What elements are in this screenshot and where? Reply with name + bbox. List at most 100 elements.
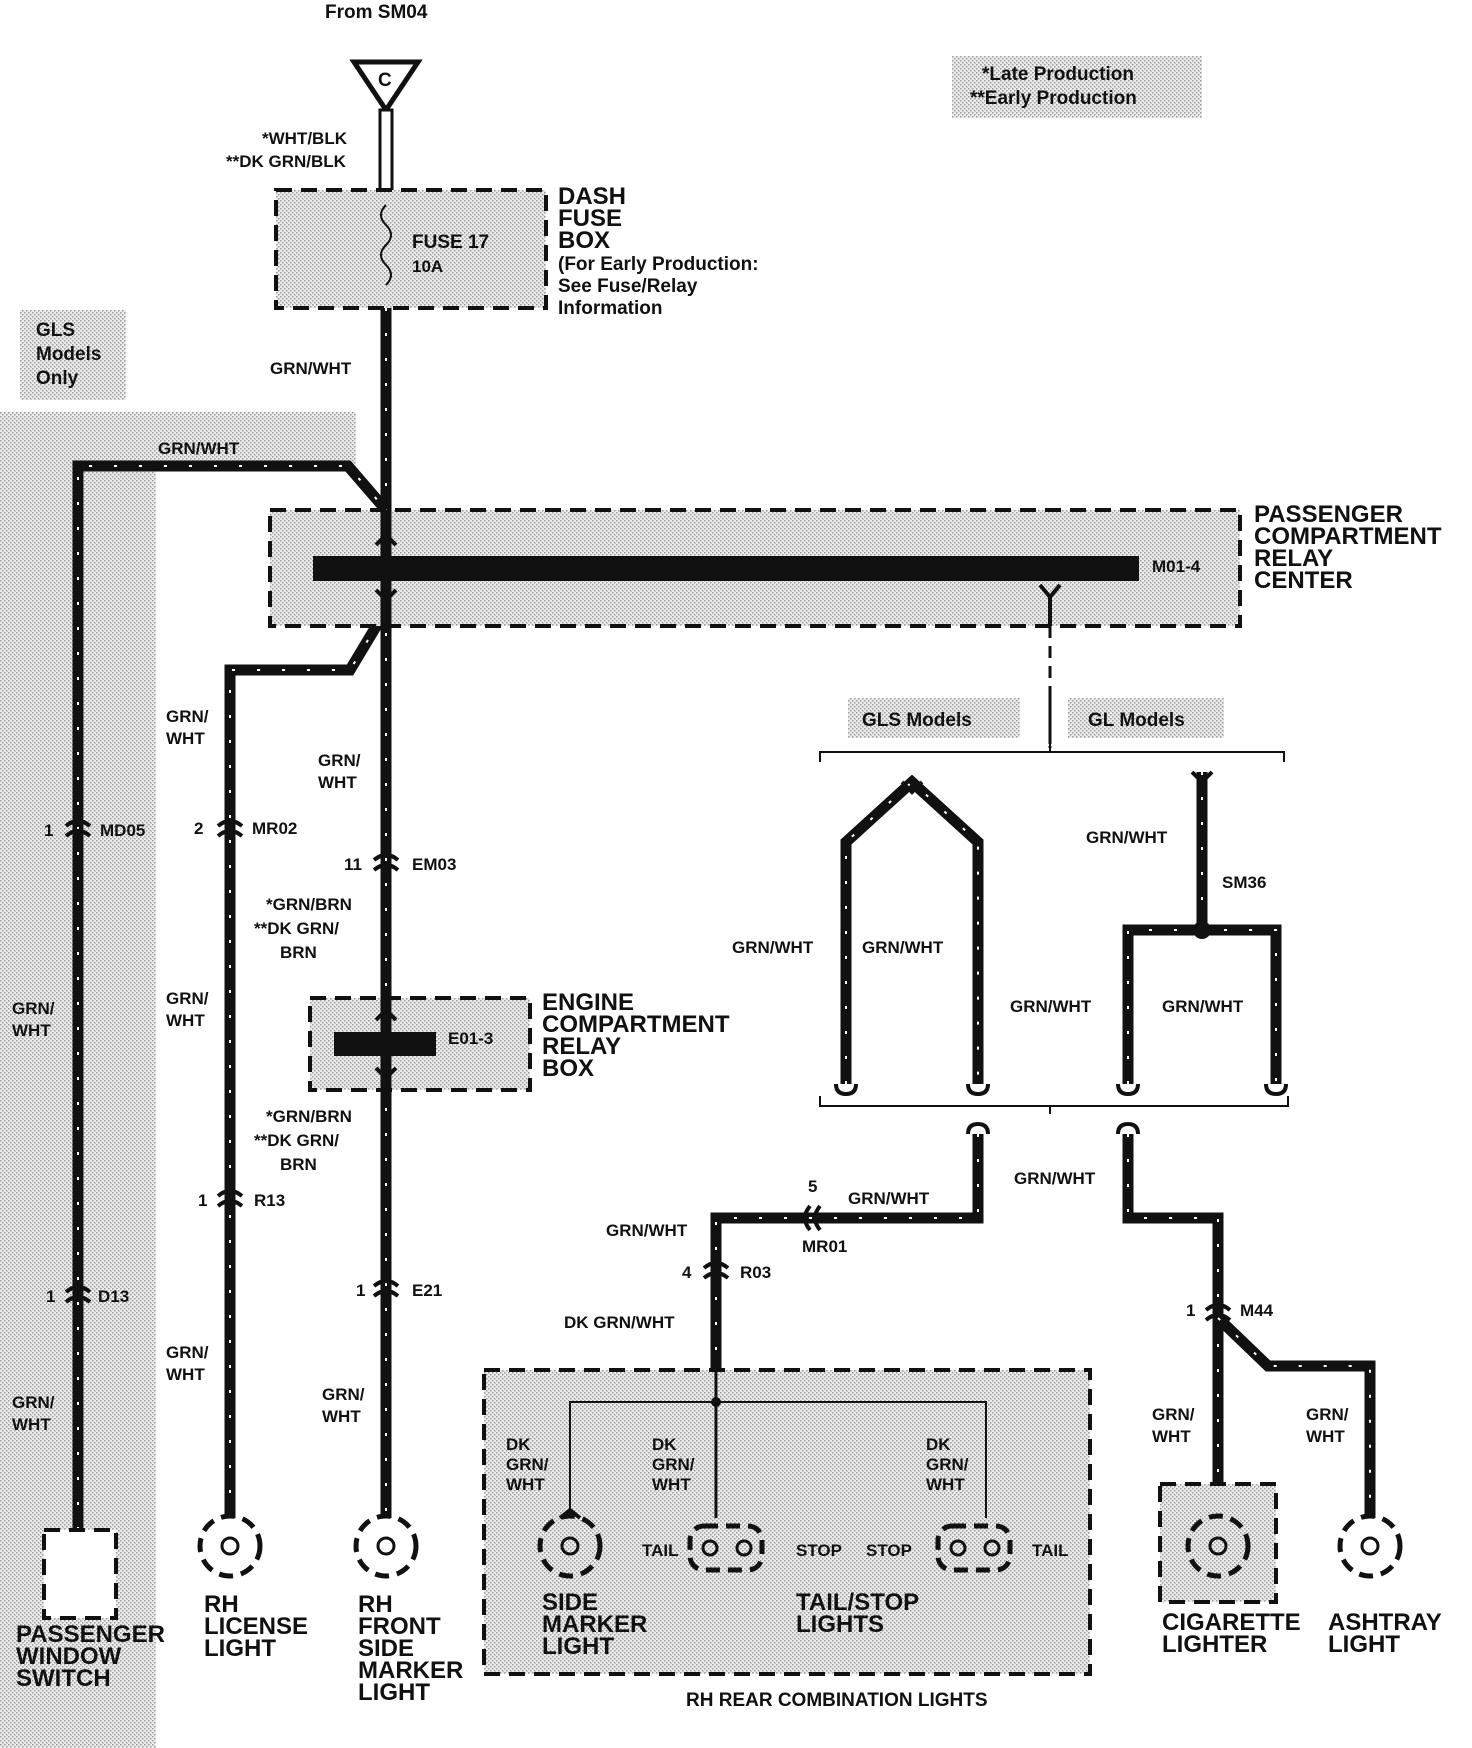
relay-center-bus (313, 556, 1139, 581)
svg-text:COMPARTMENT: COMPARTMENT (542, 1011, 730, 1038)
svg-text:WHT: WHT (12, 1415, 51, 1434)
legend-box (952, 56, 1202, 118)
svg-text:WHT: WHT (166, 729, 205, 748)
svg-text:Models: Models (36, 344, 101, 365)
svg-text:TAIL/STOP: TAIL/STOP (796, 1589, 919, 1616)
svg-text:1: 1 (1186, 1301, 1195, 1320)
svg-text:DK GRN/WHT: DK GRN/WHT (564, 1313, 675, 1332)
svg-text:MARKER: MARKER (358, 1657, 463, 1684)
inline-connectors (64, 819, 1232, 1322)
svg-text:ENGINE: ENGINE (542, 989, 634, 1016)
svg-text:**Early Production: **Early Production (970, 88, 1137, 109)
svg-text:LICENSE: LICENSE (204, 1613, 308, 1640)
svg-text:BOX: BOX (542, 1055, 594, 1082)
svg-text:LIGHT: LIGHT (542, 1633, 614, 1660)
gl-models-label: GL Models (1088, 710, 1185, 731)
engine-relay-bus (334, 1032, 436, 1056)
svg-text:GRN/: GRN/ (926, 1455, 969, 1474)
svg-text:MR02: MR02 (252, 819, 297, 838)
svg-text:Information: Information (558, 298, 663, 319)
svg-text:EM03: EM03 (412, 855, 456, 874)
svg-text:BOX: BOX (558, 227, 610, 254)
svg-text:**DK GRN/BLK: **DK GRN/BLK (226, 152, 347, 171)
svg-text:GRN/: GRN/ (652, 1455, 695, 1474)
fuse-rating: 10A (412, 257, 443, 276)
svg-text:WHT: WHT (12, 1021, 51, 1040)
svg-text:GRN/WHT: GRN/WHT (1162, 997, 1244, 1016)
svg-text:FUSE: FUSE (558, 205, 622, 232)
svg-text:LIGHT: LIGHT (358, 1679, 430, 1706)
svg-text:GRN/WHT: GRN/WHT (606, 1221, 688, 1240)
svg-text:GRN/: GRN/ (318, 751, 361, 770)
svg-text:GRN/: GRN/ (506, 1455, 549, 1474)
svg-text:GRN/WHT: GRN/WHT (1014, 1169, 1096, 1188)
svg-text:Only: Only (36, 368, 79, 389)
svg-text:PASSENGER: PASSENGER (1254, 501, 1403, 528)
dash-fuse-box (274, 188, 548, 310)
relay-center-bus-label: M01-4 (1152, 557, 1201, 576)
variant-terminals (834, 770, 1288, 1135)
svg-text:PASSENGER: PASSENGER (16, 1621, 165, 1648)
svg-text:GRN/: GRN/ (322, 1385, 365, 1404)
svg-text:WHT: WHT (652, 1475, 691, 1494)
svg-text:WHT: WHT (1306, 1427, 1345, 1446)
svg-text:CIGARETTE: CIGARETTE (1162, 1609, 1301, 1636)
svg-text:WHT: WHT (166, 1365, 205, 1384)
svg-text:DK: DK (926, 1435, 951, 1454)
svg-text:DK: DK (652, 1435, 677, 1454)
svg-text:2: 2 (194, 819, 203, 838)
engine-relay-box-title: ENGINE COMPARTMENT RELAY BOX (542, 989, 730, 1082)
svg-text:*WHT/BLK: *WHT/BLK (262, 129, 348, 148)
model-variant-brackets (819, 698, 1289, 1114)
svg-text:**DK GRN/: **DK GRN/ (254, 1131, 339, 1150)
svg-text:TAIL: TAIL (642, 1541, 679, 1560)
front-side-marker-bulb-icon (353, 1513, 419, 1579)
svg-text:STOP: STOP (796, 1541, 842, 1560)
svg-text:*GRN/BRN: *GRN/BRN (266, 895, 352, 914)
svg-text:M44: M44 (1240, 1301, 1274, 1320)
svg-text:GRN/WHT: GRN/WHT (158, 439, 240, 458)
rear-combination-internal-wiring (569, 1370, 987, 1518)
svg-text:GRN/WHT: GRN/WHT (848, 1189, 930, 1208)
svg-text:GRN/: GRN/ (12, 1393, 55, 1412)
tail-stop-bulb-right-icon (935, 1523, 1013, 1573)
svg-text:WHT: WHT (506, 1475, 545, 1494)
svg-text:GRN/: GRN/ (166, 1343, 209, 1362)
svg-text:4: 4 (682, 1263, 692, 1282)
svg-text:GRN/: GRN/ (166, 707, 209, 726)
svg-text:SIDE: SIDE (542, 1589, 598, 1616)
svg-text:RH: RH (204, 1591, 239, 1618)
gl-models-label-bg (1068, 698, 1224, 738)
svg-text:5: 5 (808, 1177, 817, 1196)
svg-text:GRN/: GRN/ (1152, 1405, 1195, 1424)
svg-text:COMPARTMENT: COMPARTMENT (1254, 523, 1442, 550)
ashtray-light-bulb-icon (1337, 1513, 1403, 1579)
svg-text:1: 1 (356, 1281, 365, 1300)
svg-text:11: 11 (344, 855, 362, 874)
svg-text:MARKER: MARKER (542, 1611, 647, 1638)
engine-relay-bus-label: E01-3 (448, 1029, 493, 1048)
svg-text:GRN/WHT: GRN/WHT (270, 359, 352, 378)
svg-text:RH: RH (358, 1591, 393, 1618)
svg-text:E21: E21 (412, 1281, 442, 1300)
component-labels: PASSENGER WINDOW SWITCH RH LICENSE LIGHT… (16, 1589, 1442, 1711)
svg-text:ASHTRAY: ASHTRAY (1328, 1609, 1442, 1636)
svg-text:GRN/WHT: GRN/WHT (1010, 997, 1092, 1016)
source-label: From SM04 (325, 2, 428, 23)
cigarette-lighter-box (1158, 1482, 1278, 1604)
svg-text:WHT: WHT (166, 1011, 205, 1030)
svg-text:*Late Production: *Late Production (982, 64, 1134, 85)
svg-text:LIGHT: LIGHT (204, 1635, 276, 1662)
tail-stop-bulb-left-icon (687, 1523, 765, 1573)
svg-text:1: 1 (46, 1287, 55, 1306)
svg-text:LIGHT: LIGHT (1328, 1631, 1400, 1658)
svg-text:RELAY: RELAY (542, 1033, 621, 1060)
svg-text:SM36: SM36 (1222, 873, 1266, 892)
svg-text:GRN/WHT: GRN/WHT (1086, 828, 1168, 847)
svg-text:1: 1 (44, 821, 53, 840)
svg-text:1: 1 (198, 1191, 207, 1210)
passenger-window-switch-box (42, 1528, 118, 1620)
source-connector-letter: C (378, 70, 392, 91)
svg-text:BRN: BRN (280, 943, 317, 962)
